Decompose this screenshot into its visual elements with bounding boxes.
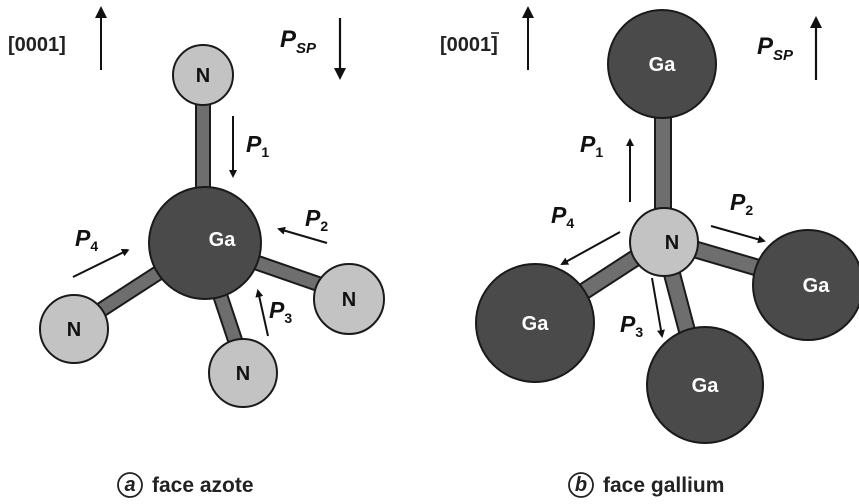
svg-text:face azote: face azote	[152, 474, 254, 497]
svg-text:Ga: Ga	[209, 229, 237, 251]
ga-atom-center: Ga	[148, 186, 262, 300]
p2-label-b: P2	[730, 189, 753, 218]
svg-text:b: b	[575, 474, 587, 496]
p4-label-b: P4	[551, 202, 574, 231]
svg-text:a: a	[124, 474, 135, 496]
p2-label: P2	[305, 205, 328, 234]
n-atom-center: N	[629, 207, 699, 277]
svg-text:Ga: Ga	[692, 375, 720, 397]
p2-arrow	[277, 226, 328, 244]
ga-atom-bottom: Ga	[646, 326, 764, 444]
panel-b: [0001] PSP Ga Ga	[440, 6, 859, 498]
ga-atom-right: Ga	[752, 229, 859, 341]
p4-arrow	[72, 249, 130, 278]
svg-text:Ga: Ga	[522, 313, 550, 335]
ga-atom-top: Ga	[607, 9, 717, 119]
n-atom-bottom: N	[208, 338, 278, 408]
p4-label: P4	[75, 225, 98, 254]
n-atom-top: N	[172, 44, 234, 106]
svg-text:N: N	[342, 289, 356, 311]
ga-atom-left: Ga	[475, 263, 595, 383]
p3-label: P3	[269, 297, 292, 326]
svg-text:Ga: Ga	[649, 54, 677, 76]
svg-text:N: N	[665, 232, 679, 254]
direction-label-0001: [0001]	[8, 34, 66, 56]
caption-a: a face azote	[117, 472, 254, 498]
svg-text:N: N	[67, 319, 81, 341]
p3-arrow-b	[651, 277, 665, 338]
p2-arrow-b	[710, 225, 766, 244]
caption-b: b face gallium	[568, 472, 724, 498]
n-atom-left: N	[39, 294, 109, 364]
p1-label: P1	[246, 131, 269, 160]
p3-label-b: P3	[620, 311, 643, 340]
direction-label-000-1: [0001]	[440, 34, 498, 56]
n-atom-right: N	[313, 263, 385, 335]
p3-arrow	[255, 289, 269, 337]
svg-text:Ga: Ga	[803, 275, 831, 297]
svg-text:N: N	[196, 65, 210, 87]
p1-label-b: P1	[580, 131, 603, 160]
psp-label: PSP	[280, 26, 317, 57]
panel-a: [0001] PSP N Ga	[8, 6, 385, 498]
psp-label-b: PSP	[757, 33, 794, 64]
svg-text:N: N	[236, 363, 250, 385]
p4-arrow-b	[560, 231, 621, 265]
svg-text:face gallium: face gallium	[603, 474, 724, 497]
